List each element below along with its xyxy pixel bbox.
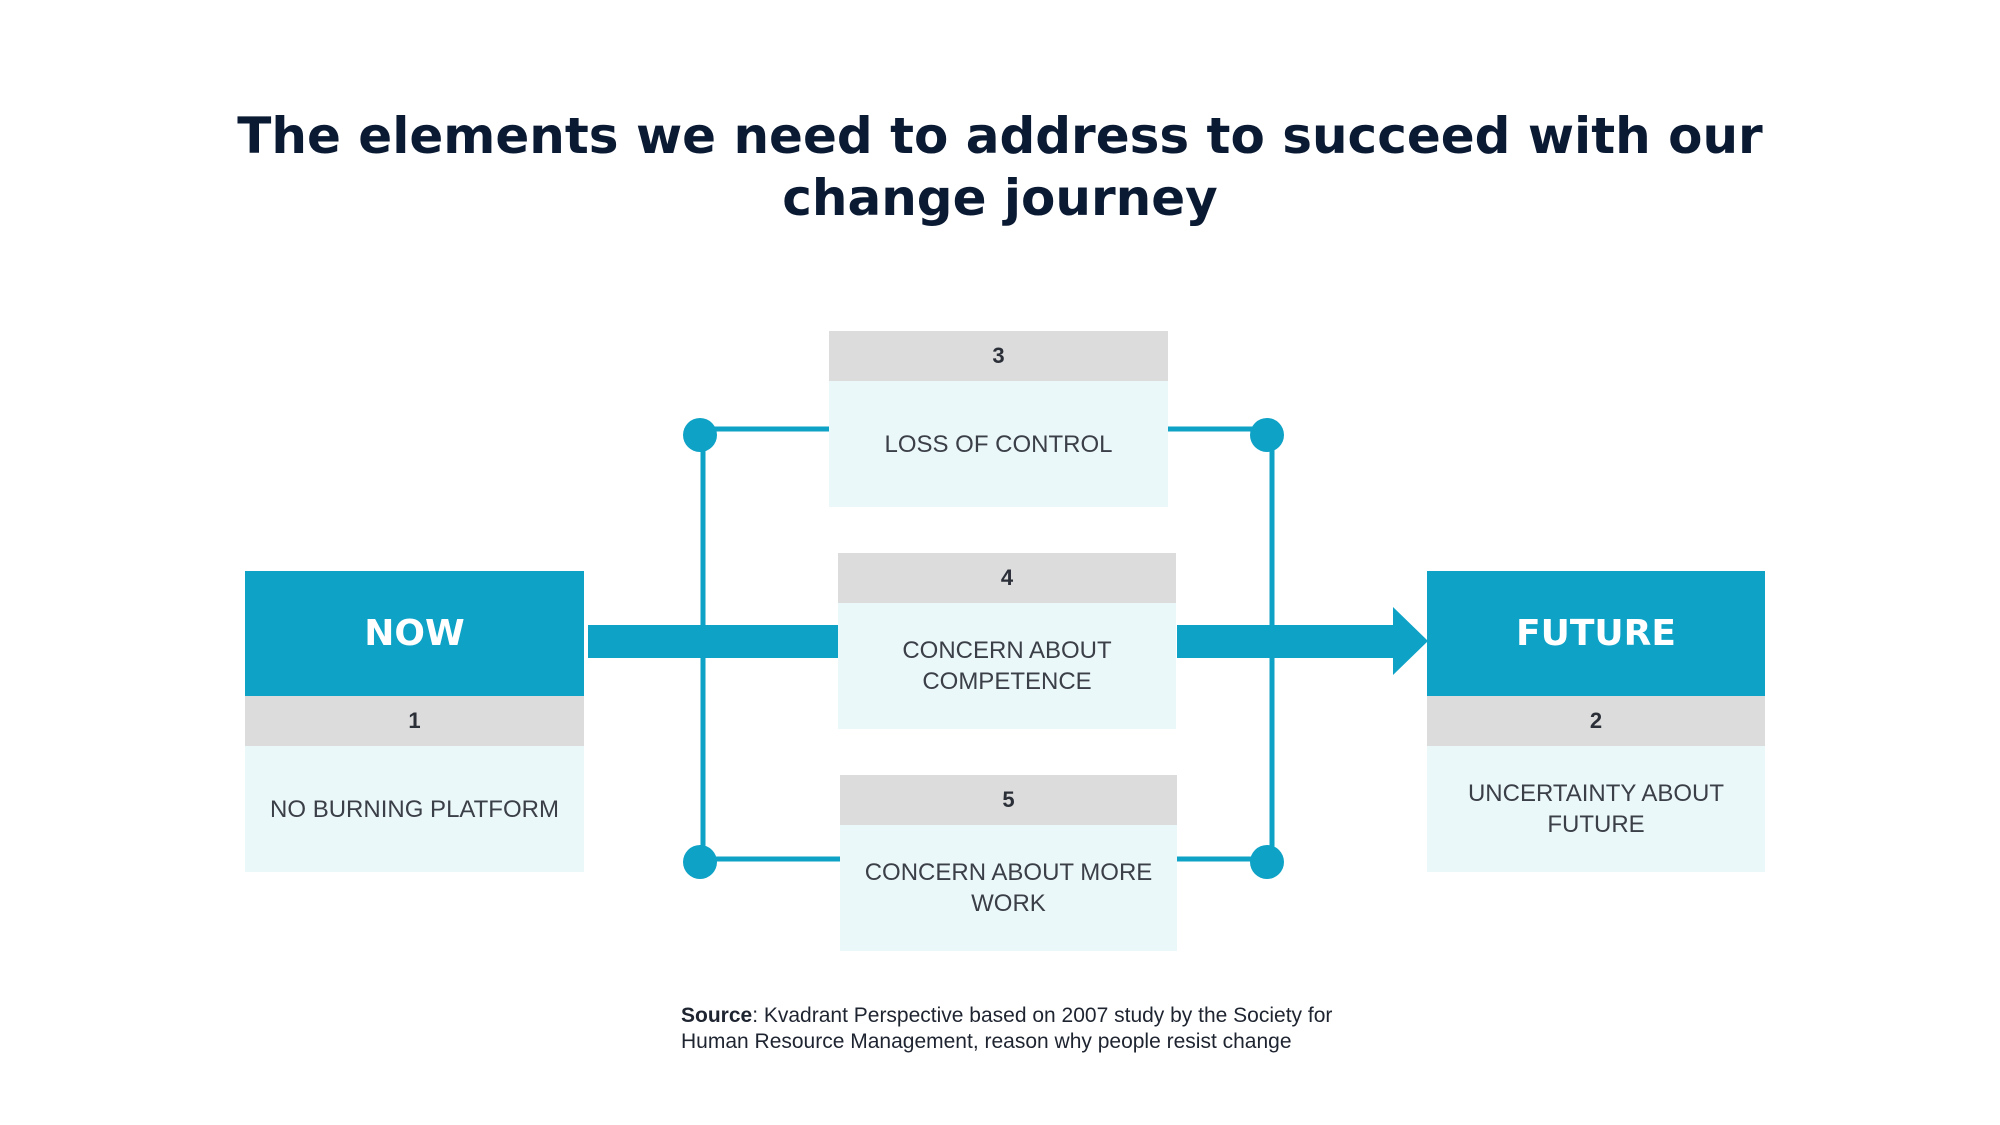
element-text: CONCERN ABOUT COMPETENCE (838, 603, 1176, 729)
future-number: 2 (1427, 696, 1765, 746)
future-text: UNCERTAINTY ABOUT FUTURE (1427, 746, 1765, 872)
page-title: The elements we need to address to succe… (237, 107, 1763, 227)
future-heading: FUTURE (1427, 571, 1765, 696)
element-card-3: 3 LOSS OF CONTROL (829, 331, 1168, 507)
element-text: LOSS OF CONTROL (829, 381, 1168, 507)
element-number: 5 (840, 775, 1177, 825)
source-text: : Kvadrant Perspective based on 2007 stu… (681, 1004, 1333, 1053)
flow-bar-right (1177, 625, 1395, 658)
flow-arrow-head-icon (1393, 607, 1428, 675)
right-bottom-node-icon (1250, 845, 1284, 879)
element-text: CONCERN ABOUT MORE WORK (840, 825, 1177, 951)
left-bottom-node-icon (683, 845, 717, 879)
now-text: NO BURNING PLATFORM (245, 746, 584, 872)
source-label: Source (681, 1004, 753, 1027)
future-card: FUTURE 2 UNCERTAINTY ABOUT FUTURE (1427, 571, 1765, 872)
flow-bar-left (588, 625, 840, 658)
element-number: 3 (829, 331, 1168, 381)
right-top-node-icon (1250, 418, 1284, 452)
element-card-5: 5 CONCERN ABOUT MORE WORK (840, 775, 1177, 951)
element-card-4: 4 CONCERN ABOUT COMPETENCE (838, 553, 1176, 729)
now-card: NOW 1 NO BURNING PLATFORM (245, 571, 584, 872)
source-note: Source: Kvadrant Perspective based on 20… (681, 1003, 1381, 1055)
left-top-node-icon (683, 418, 717, 452)
now-number: 1 (245, 696, 584, 746)
now-heading: NOW (245, 571, 584, 696)
element-number: 4 (838, 553, 1176, 603)
